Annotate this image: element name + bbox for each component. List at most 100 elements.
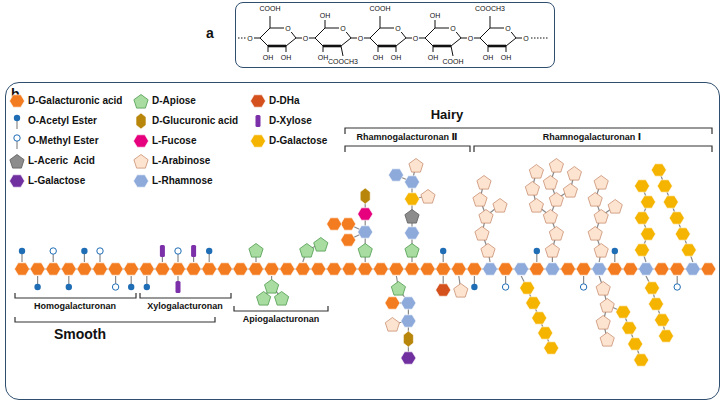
arabinose-unit (563, 184, 577, 198)
region-label: Smooth (54, 326, 106, 342)
hydroxyl-group: OH (429, 12, 442, 19)
galacturonic-unit (77, 263, 92, 275)
galacturonic-unit (342, 263, 357, 275)
legend-swatch (8, 92, 26, 110)
apiose-unit (134, 95, 148, 109)
legend-swatch (132, 132, 150, 150)
arabinose-unit (594, 244, 608, 258)
acetyl-ester (81, 248, 87, 254)
bond-line (177, 254, 178, 262)
galacturonic-unit (467, 263, 482, 275)
galactose-unit (641, 228, 656, 240)
galactose-unit (635, 244, 650, 256)
rhamnose-unit (401, 315, 416, 327)
arabinose-unit (134, 155, 148, 169)
bond-line (177, 276, 178, 281)
substituent-group: COOCH3 (327, 58, 359, 65)
apiose-unit (391, 282, 405, 296)
galactose-unit (538, 327, 553, 339)
galactose-unit (635, 180, 650, 192)
galacturonic-unit (451, 263, 466, 275)
arabinose-unit (596, 282, 610, 296)
galacturonic-unit (327, 218, 342, 230)
arabinose-unit (600, 333, 614, 347)
galacturonic-unit (341, 234, 356, 246)
galacturonic-unit (670, 263, 685, 275)
arabinose-unit (600, 299, 614, 313)
hydroxyl-bond (435, 20, 436, 28)
galactose-unit (520, 282, 535, 294)
galacturonic-unit (171, 263, 186, 275)
galacturonic-unit (46, 263, 61, 275)
rg1-bracket (474, 146, 712, 152)
galacturonic-unit (155, 263, 170, 275)
xylose-unit (191, 245, 196, 257)
substituent-bond (380, 16, 381, 28)
legend-swatch (8, 132, 26, 150)
hydroxyl-group: OH (372, 54, 385, 61)
ring-front-edge (433, 45, 451, 48)
hydroxyl-bond (323, 46, 324, 52)
galactose-unit (251, 135, 266, 147)
glycosidic-oxygen: O (246, 35, 253, 42)
galactose-unit (544, 342, 559, 354)
arabinose-unit (594, 210, 608, 224)
glucuronic-unit (136, 113, 146, 129)
region-label: Rhamnogalacturonan Ⅰ (543, 132, 641, 142)
galacturonic-unit (341, 218, 356, 230)
galactose-unit (669, 212, 684, 224)
arabinose-unit (454, 284, 468, 298)
legend-text: L-Fucose (152, 135, 196, 147)
legend-text: O-Methyl Ester (28, 135, 99, 147)
galactose-unit (655, 314, 670, 326)
galacturonic-unit (436, 263, 451, 275)
legend-swatch (249, 132, 267, 150)
legend-swatch (249, 112, 267, 130)
acetyl-ester (534, 248, 540, 254)
galactose-unit (635, 212, 650, 224)
hydroxyl-bond (396, 46, 397, 52)
arabinose-unit (608, 200, 622, 214)
ring-front-edge (378, 45, 396, 48)
panel-letter: a (206, 25, 214, 41)
galactose-unit (616, 306, 631, 318)
arabinose-unit (545, 244, 559, 258)
arabinose-unit (475, 227, 489, 241)
galactose-unit (645, 282, 660, 294)
legend-swatch (8, 112, 26, 130)
galactose-unit (663, 196, 678, 208)
galacturonic-unit (529, 263, 544, 275)
hydroxyl-group: OH (262, 54, 275, 61)
galacturonic-unit (264, 263, 279, 275)
methyl-ester (502, 284, 508, 290)
galactose-unit (651, 164, 666, 176)
arabinose-unit (529, 199, 543, 213)
bond-line (536, 254, 537, 262)
hydroxyl-bond (488, 46, 489, 52)
galacturonic-unit (202, 263, 217, 275)
arabinose-unit (594, 176, 608, 190)
fucose-unit (134, 135, 149, 147)
ring-oxygen: O (394, 25, 401, 32)
arabinose-unit (596, 316, 610, 330)
smooth-bracket (15, 317, 215, 322)
region-label: Homogalacturonan (34, 301, 116, 311)
galacturonic-unit (701, 263, 716, 275)
apiose-unit (314, 238, 328, 252)
ring-front-edge (268, 45, 286, 48)
hydroxyl-group: OH (390, 54, 403, 61)
glycosidic-oxygen: O (412, 35, 419, 42)
arabinose-unit (543, 176, 557, 190)
galacturonic-unit (295, 263, 310, 275)
acetyl-ester (19, 248, 25, 254)
l-galactose-unit (10, 175, 25, 187)
acetyl-ester (128, 284, 134, 290)
hydroxyl-group: OH (427, 54, 440, 61)
galactose-unit (532, 312, 547, 324)
hg-bracket (15, 293, 136, 298)
arabinose-unit (543, 210, 557, 224)
sugar-units (15, 159, 716, 367)
galacturonic-unit (61, 263, 76, 275)
aceric-unit (405, 210, 419, 224)
